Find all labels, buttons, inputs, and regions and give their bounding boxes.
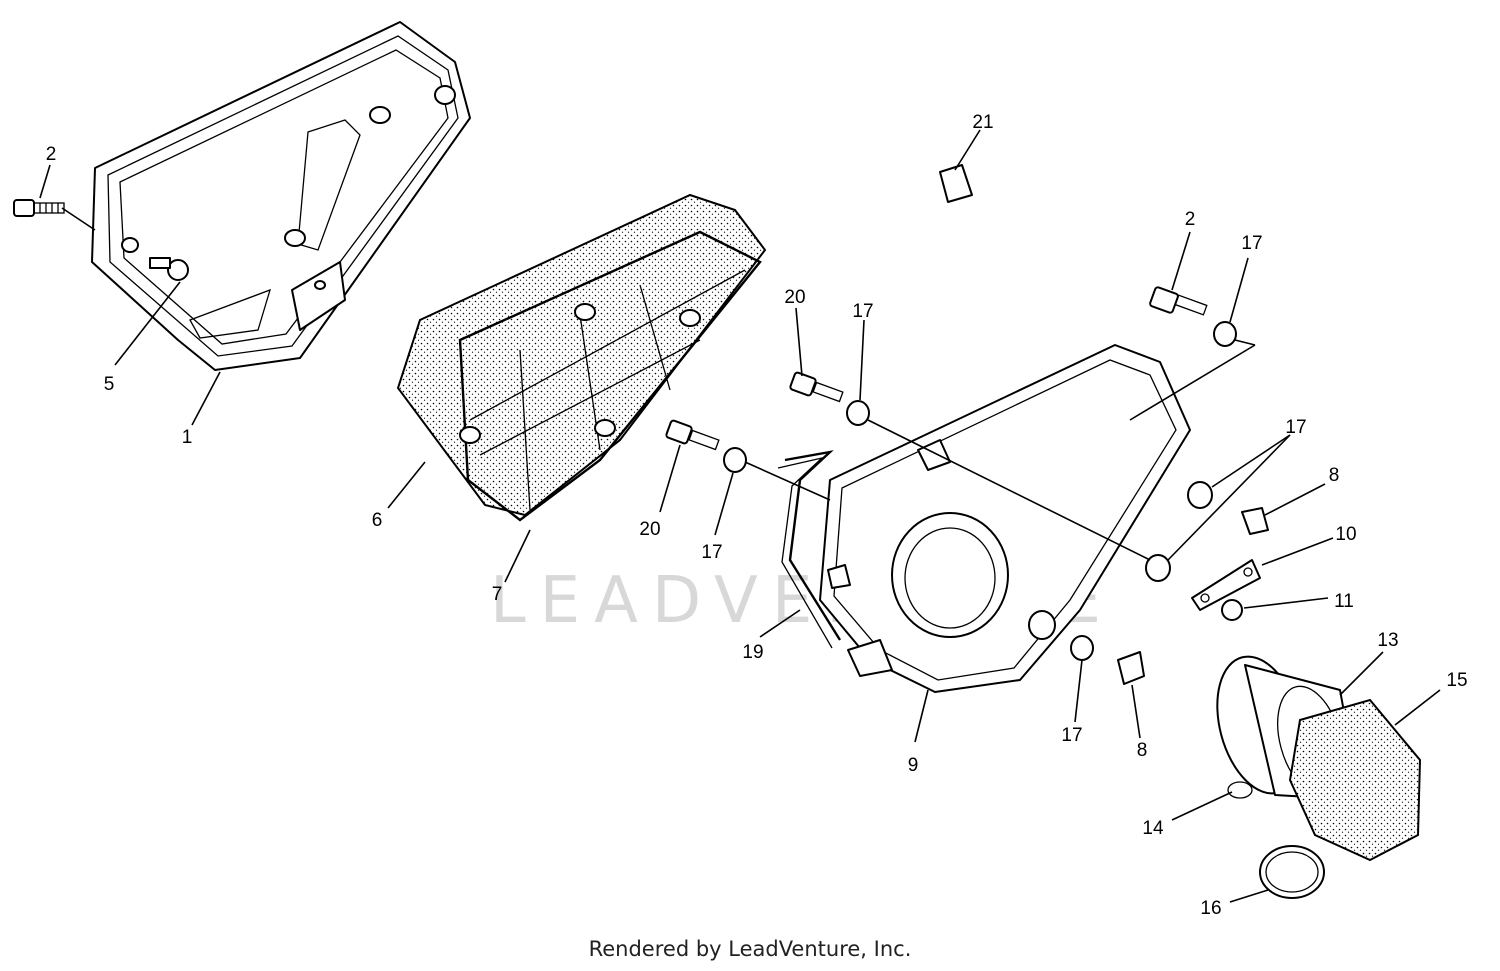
- callout-labels: 2 5 1 6 7 21 2 17 20 17 20 17 17 8 10 11…: [46, 112, 1468, 919]
- screw-part: [149, 257, 189, 281]
- callout-20: 20: [639, 519, 660, 540]
- callout-6: 6: [372, 510, 383, 531]
- callout-13: 13: [1377, 630, 1398, 651]
- bolt-part: [1149, 286, 1208, 316]
- callout-2: 2: [46, 144, 57, 165]
- callout-8: 8: [1137, 740, 1148, 761]
- callout-2: 2: [1185, 209, 1196, 230]
- callout-19: 19: [742, 642, 763, 663]
- bolt-part: [13, 199, 65, 217]
- callout-11: 11: [1334, 591, 1354, 612]
- callout-10: 10: [1335, 524, 1356, 545]
- callout-20: 20: [784, 287, 805, 308]
- bolt-part: [665, 419, 720, 451]
- grommet-part: [723, 321, 1237, 661]
- callout-17: 17: [701, 542, 722, 563]
- leader-lines: [39, 129, 1441, 903]
- air-filter-element-part: [396, 193, 767, 517]
- seal-strip-part: [777, 450, 842, 649]
- hose-clamp-part: [1227, 781, 1325, 899]
- pre-filter-foam-part: [1288, 698, 1422, 862]
- callout-1: 1: [182, 427, 193, 448]
- callout-17: 17: [1061, 725, 1082, 746]
- callout-21: 21: [972, 112, 993, 133]
- bolt-part: [789, 371, 844, 403]
- callout-15: 15: [1446, 670, 1467, 691]
- filter-cage-part: [458, 230, 762, 522]
- callout-8: 8: [1329, 465, 1340, 486]
- callout-17: 17: [852, 301, 873, 322]
- clip-part: [1117, 507, 1269, 685]
- stay-plate-part: [1191, 559, 1261, 611]
- callout-9: 9: [908, 755, 919, 776]
- airbox-housing-part: [819, 344, 1191, 693]
- airbox-cover-part: [91, 21, 471, 371]
- rendered-by-footer: Rendered by LeadVenture, Inc.: [588, 937, 912, 961]
- callout-17: 17: [1285, 417, 1306, 438]
- callout-5: 5: [104, 374, 115, 395]
- callout-7: 7: [492, 584, 503, 605]
- callout-16: 16: [1200, 898, 1221, 919]
- clip-part: [939, 164, 973, 203]
- callout-14: 14: [1142, 818, 1164, 839]
- nut-part: [1221, 599, 1243, 621]
- callout-17: 17: [1241, 233, 1262, 254]
